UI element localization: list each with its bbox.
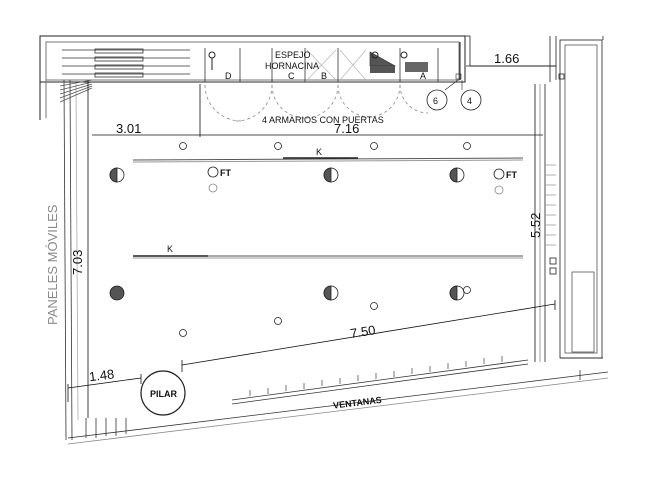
outlets: 6 4 — [426, 73, 482, 111]
movable-panels-label: PANELES MÓVILES — [45, 204, 60, 325]
rail-label-top: K — [316, 147, 322, 157]
top-wall — [39, 35, 466, 120]
ft-label-right: FT — [506, 170, 517, 180]
door-swings — [204, 84, 429, 122]
rail-label-mid: K — [167, 244, 173, 254]
cabinet-letter-a: A — [420, 71, 426, 81]
outlet-6: 6 — [433, 96, 438, 106]
dim-right-height: 5.52 — [528, 213, 543, 238]
pillar-circle — [140, 370, 186, 416]
cabinet-letter-c: C — [288, 71, 295, 81]
light-fixtures — [109, 142, 505, 337]
wardrobe-fixtures — [208, 51, 428, 73]
cabinet-letters: D C B A — [225, 71, 426, 81]
dim-left-upper: 3.01 — [116, 121, 141, 136]
mirror-label: ESPEJO — [275, 50, 311, 60]
wardrobes — [62, 48, 450, 83]
dim-bottom-left: 1.48 — [88, 366, 115, 384]
outlet-4: 4 — [467, 96, 472, 106]
window-ticks — [249, 356, 503, 396]
wardrobes-label: 4 ARMARIOS CON PUERTAS — [262, 115, 384, 125]
rails — [132, 157, 524, 259]
dim-bottom-diag: 7.50 — [349, 322, 376, 341]
left-wall — [59, 79, 93, 441]
pillar-label: PILAR — [150, 389, 178, 399]
dim-total-width: 7.16 — [334, 121, 359, 136]
dim-left-height: 7.03 — [70, 250, 85, 275]
ft-label-left: FT — [220, 168, 231, 178]
dim-top-right: 1.66 — [494, 51, 519, 66]
dimension-lines — [67, 65, 556, 418]
cabinet-letter-b: B — [321, 71, 327, 81]
cabinet-letter-d: D — [225, 71, 232, 81]
right-wall — [465, 35, 604, 362]
niche-label: HORNACINA — [265, 61, 319, 71]
bottom-wall — [67, 359, 609, 445]
